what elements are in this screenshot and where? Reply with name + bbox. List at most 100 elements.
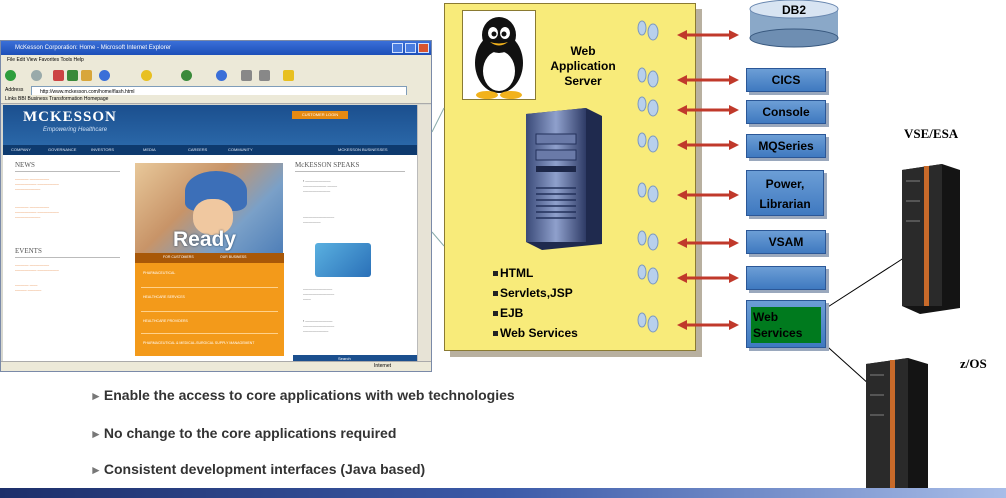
site-header: MCKESSON Empowering Healthcare CUSTOMER … xyxy=(3,105,418,145)
system-box: MQSeries xyxy=(746,134,826,158)
double-arrow-icon xyxy=(675,73,741,87)
site-nav: COMPANY GOVERNANCE INVESTORS MEDIA CAREE… xyxy=(3,145,418,155)
event-item: ––––––– –––––––––– ––––––– xyxy=(15,283,42,292)
bullet-icon xyxy=(493,331,498,337)
triangle-bullet-icon: ► xyxy=(90,389,102,403)
host-link-line xyxy=(819,253,911,313)
favorites-icon xyxy=(141,70,152,81)
db2-cylinder-icon xyxy=(749,0,839,48)
links-bar: Links BBI Business Transformation Homepa… xyxy=(1,95,431,104)
server-title: Web Application Server xyxy=(550,44,616,88)
bullet-icon xyxy=(493,271,498,277)
events-heading: EVENTS xyxy=(15,247,42,255)
key-point: ►Enable the access to core applications … xyxy=(90,387,515,403)
news-item: ––––––– ––––––––––––––––––––– ––––––––––… xyxy=(15,205,59,219)
business-menu: FOR CUSTOMERS OUR BUSINESS PHARMACEUTICA… xyxy=(135,253,284,356)
back-icon xyxy=(5,70,16,81)
browser-link-line xyxy=(431,231,445,247)
status-zone: Internet xyxy=(374,363,391,369)
bullet-text: EJB xyxy=(500,306,524,320)
footer-bar xyxy=(0,488,1006,498)
business-item: HEALTHCARE SERVICES xyxy=(143,295,185,299)
double-arrow-icon xyxy=(675,236,741,250)
business-item: PHARMACEUTICAL xyxy=(143,271,176,275)
host-label: z/OS xyxy=(960,356,987,371)
status-bar: Internet xyxy=(1,361,431,371)
double-arrow-icon xyxy=(675,28,741,42)
divider xyxy=(141,287,278,288)
double-arrow-icon xyxy=(675,318,741,332)
nav-item: MCKESSON BUSINESSES xyxy=(338,147,388,152)
speaks-item: ––––––––––––––––––––––––– xyxy=(303,215,335,224)
news-heading: NEWS xyxy=(15,161,35,169)
news-item: ––––––– ––––––––––––––––––––– ––––––––––… xyxy=(15,177,59,191)
edit-icon xyxy=(283,70,294,81)
speaks-heading: McKESSON SPEAKS xyxy=(295,161,360,169)
bullet-icon xyxy=(493,291,498,297)
tux-penguin-icon xyxy=(462,10,536,100)
address-label: Address xyxy=(5,87,24,93)
system-box xyxy=(746,266,826,290)
site-tagline: Empowering Healthcare xyxy=(43,127,108,133)
discount-card-image xyxy=(315,243,371,277)
refresh-icon xyxy=(67,70,78,81)
system-box: Power, Librarian xyxy=(746,170,824,216)
system-box: Web Services xyxy=(746,300,826,348)
address-value: http://www.mckesson.com/home/flash.html xyxy=(40,89,135,95)
system-label: VSAM xyxy=(768,235,804,249)
system-label: CICS xyxy=(771,73,801,87)
stop-icon xyxy=(53,70,64,81)
scrollbar xyxy=(417,105,431,363)
customer-login-button: CUSTOMER LOGIN xyxy=(292,111,348,119)
forward-icon xyxy=(31,70,42,81)
browser-link-line xyxy=(431,107,445,133)
highlight-block xyxy=(751,307,821,343)
connector-icon xyxy=(637,264,659,285)
triangle-bullet-icon: ► xyxy=(90,427,102,441)
maximize-icon xyxy=(405,43,416,53)
divider xyxy=(15,257,120,258)
server-bullet: Web Services xyxy=(493,326,578,340)
browser-screenshot: McKesson Corporation: Home - Microsoft I… xyxy=(0,40,432,372)
key-point: ►Consistent development interfaces (Java… xyxy=(90,461,425,477)
search-label: Search xyxy=(338,356,351,361)
connector-icon xyxy=(637,230,659,251)
system-label: Console xyxy=(762,105,810,119)
key-point-text: No change to the core applications requi… xyxy=(103,425,397,441)
system-box: Console xyxy=(746,100,826,124)
host-label: VSE/ESA xyxy=(904,126,959,141)
event-item: ––––––– ––––––––––––––––––––– ––––––––––… xyxy=(15,263,59,272)
nav-item: COMMUNITY xyxy=(228,147,253,152)
bullet-text: Servlets,JSP xyxy=(500,286,573,300)
close-icon xyxy=(418,43,429,53)
divider xyxy=(15,171,120,172)
zos-mainframe-icon xyxy=(866,358,928,498)
nav-item: MEDIA xyxy=(143,147,156,152)
nav-item: GOVERNANCE xyxy=(48,147,77,152)
nav-item: COMPANY xyxy=(11,147,31,152)
history-icon xyxy=(216,70,227,81)
window-buttons xyxy=(392,43,429,53)
connector-icon xyxy=(637,20,659,41)
double-arrow-icon xyxy=(675,188,741,202)
browser-title: McKesson Corporation: Home - Microsoft I… xyxy=(1,41,431,55)
tab-customers: FOR CUSTOMERS xyxy=(163,255,194,259)
site-logo: MCKESSON xyxy=(23,109,117,125)
speaks-item: ––––––––––––––––––––––––––––––––––– xyxy=(303,287,335,301)
speaks-item: ▪ ––––––––––––––––––––––––– ––––––––––––… xyxy=(303,179,338,193)
face-shape xyxy=(193,199,233,235)
key-point: ►No change to the core applications requ… xyxy=(90,425,396,441)
system-label: DB2 xyxy=(781,3,806,17)
print-icon xyxy=(259,70,270,81)
connector-icon xyxy=(637,132,659,153)
connector-icon xyxy=(637,67,659,88)
bullet-icon xyxy=(493,311,498,317)
business-item: PHARMACEUTICAL & MEDICAL-SURGICAL SUPPLY… xyxy=(143,341,255,345)
triangle-bullet-icon: ► xyxy=(90,463,102,477)
server-tower-icon xyxy=(526,108,602,250)
double-arrow-icon xyxy=(675,271,741,285)
nav-item: INVESTORS xyxy=(91,147,115,152)
site-search-bar: Search xyxy=(293,355,418,363)
divider xyxy=(141,333,278,334)
